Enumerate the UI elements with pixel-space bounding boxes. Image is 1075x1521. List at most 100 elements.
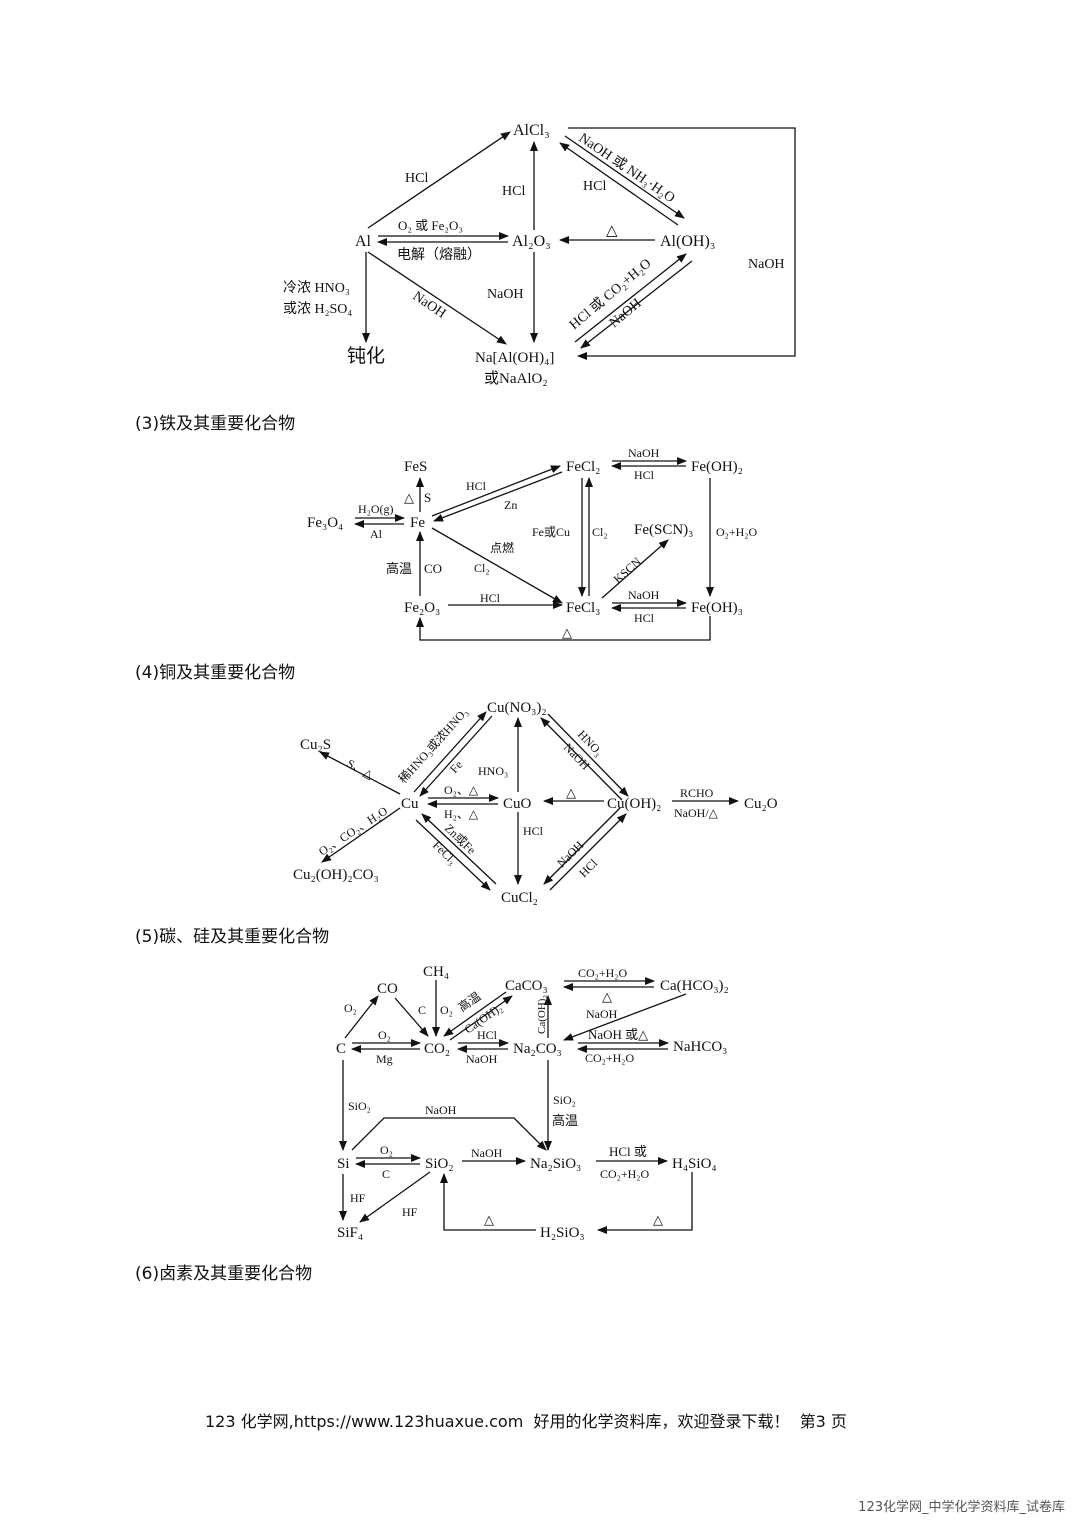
label-hcl-fe-fecl2: HCl <box>466 479 487 493</box>
label-hno3-vert: HNO₃ <box>478 764 508 778</box>
label-fe-cu: Fe <box>447 758 465 776</box>
label-naoh-nh3: NaOH 或 NH₃·H₂O <box>576 130 678 206</box>
arrow-alcl3-aloh3 <box>564 135 685 219</box>
label-naoh-al2o3: NaOH <box>487 287 524 302</box>
node-cucl2: CuCl₂ <box>501 890 538 906</box>
node-nahco3: NaHCO₃ <box>673 1039 727 1055</box>
heading-iron: (3)铁及其重要化合物 <box>135 414 296 434</box>
label-rcho: RCHO <box>680 786 714 800</box>
label-dilute-conc-hno3: 稀HNO₃或浓HNO₃ <box>396 705 471 786</box>
label-s-delta: S、△ <box>345 756 377 782</box>
label-cl2-vert: Cl₂ <box>592 525 608 539</box>
aluminum-diagram: AlCl₃ Al Al₂O₃ Al(OH)₃ Na[Al(OH)₄] 或NaAl… <box>283 122 796 387</box>
node-cahco32: Ca(HCO₃)₂ <box>660 978 729 994</box>
node-co: CO <box>377 981 398 997</box>
label-h2-delta: H₂、△ <box>444 807 479 821</box>
label-co2-h2o-3: CO₂+H₂O <box>600 1167 649 1181</box>
node-al2o3: Al₂O₃ <box>512 233 551 250</box>
node-cu: Cu <box>401 796 419 812</box>
label-high-temp-fe: 高温 <box>386 561 412 576</box>
label-o2-c-co2: O₂ <box>378 1028 391 1042</box>
label-hcl-fe2o3: HCl <box>480 591 501 605</box>
node-aloh3: Al(OH)₃ <box>660 233 715 250</box>
label-al-fe: Al <box>370 527 383 541</box>
node-h4sio4: H₄SiO₄ <box>672 1156 717 1172</box>
label-sio2-right: SiO₂ <box>553 1093 576 1107</box>
label-naoh-al: NaOH <box>410 289 449 322</box>
label-zn: Zn <box>504 498 517 512</box>
arrow-cu-cucl2 <box>415 819 491 891</box>
node-cu2o: Cu₂O <box>744 796 778 812</box>
label-sio2-c-si: SiO₂ <box>348 1099 371 1113</box>
arrow-cuno32-cuoh2 <box>547 713 629 797</box>
label-hf-2: HF <box>402 1205 418 1219</box>
label-hcl-c: HCl <box>477 1028 498 1042</box>
label-hcl-vert-cu: HCl <box>523 824 544 838</box>
node-c: C <box>336 1041 346 1057</box>
iron-diagram: FeS Fe Fe₃O₄ Fe₂O₃ FeCl₂ FeCl₃ Fe(OH)₂ F… <box>307 446 757 641</box>
label-delta-fe-bottom: △ <box>562 625 572 640</box>
node-fe3o4: Fe₃O₄ <box>307 515 343 531</box>
label-naoh-si: NaOH <box>471 1146 503 1160</box>
heading-carbon-silicon: (5)碳、硅及其重要化合物 <box>135 927 330 947</box>
label-ignite: 点燃 <box>490 540 514 555</box>
arrow-h4sio4-h2sio3 <box>597 1172 693 1234</box>
arrow-cuoh2-cuno32 <box>540 717 623 801</box>
arrow-cucl2-cuoh2 <box>549 813 627 891</box>
copper-diagram: Cu(NO₃)₂ Cu₂S Cu CuO Cu(OH)₂ Cu₂O Cu₂(OH… <box>293 700 778 906</box>
label-naoh-or-delta: NaOH 或△ <box>588 1027 648 1042</box>
label-delta-c2: △ <box>484 1212 494 1227</box>
label-o2-vert: O₂ <box>440 1003 453 1017</box>
label-c-si: C <box>382 1167 390 1181</box>
node-al: Al <box>355 233 372 250</box>
label-o2-co2-h2o: O₂、CO₂、H₂O <box>316 803 390 858</box>
node-cuno32: Cu(NO₃)₂ <box>487 700 547 716</box>
arrow-caco3-co2 <box>443 991 507 1037</box>
arrow-cahco32-na2co3 <box>563 993 687 1041</box>
label-delta-al: △ <box>606 223 618 239</box>
node-si: Si <box>337 1156 350 1172</box>
label-naoh-c1: NaOH <box>586 1007 618 1021</box>
label-o2-delta: O₂、△ <box>444 783 479 797</box>
arrow-al-naal <box>367 251 507 345</box>
node-na2co3: Na₂CO₃ <box>513 1041 562 1057</box>
arrow-fe-fecl2 <box>431 465 561 517</box>
node-cuoh2: Cu(OH)₂ <box>607 796 661 812</box>
node-na2sio3: Na₂SiO₃ <box>530 1156 581 1172</box>
heading-copper: (4)铜及其重要化合物 <box>135 663 296 683</box>
label-delta-c1: △ <box>602 989 612 1004</box>
node-cuo: CuO <box>503 796 532 812</box>
node-cu2oh2co3: Cu₂(OH)₂CO₃ <box>293 867 379 883</box>
arrow-co-co2 <box>394 997 429 1037</box>
label-hcl-or: HCl 或 <box>609 1144 647 1159</box>
arrow-cu-cuno32 <box>413 711 487 793</box>
carbon-silicon-diagram: CH₄ CO CaCO₃ Ca(HCO₃)₂ C CO₂ Na₂CO₃ NaHC… <box>336 964 729 1241</box>
label-cl2-diag: Cl₂ <box>474 561 490 575</box>
node-fescn3: Fe(SCN)₃ <box>634 522 693 538</box>
arrow-alcl3-naal <box>568 127 796 360</box>
node-ch4: CH₄ <box>423 964 449 980</box>
node-co2: CO₂ <box>424 1041 450 1057</box>
node-feoh2: Fe(OH)₂ <box>691 459 743 475</box>
label-delta-fes: △ <box>404 490 414 505</box>
label-hcl-fe2: HCl <box>634 611 655 625</box>
node-naalo2: 或NaAlO₂ <box>484 370 548 387</box>
label-fe-or-cu: Fe或Cu <box>532 525 570 539</box>
label-caoh2-vert: Ca(OH)₂ <box>536 995 548 1034</box>
node-naaloh4: Na[Al(OH)₄] <box>475 350 554 366</box>
label-h2og: H₂O(g) <box>358 502 394 516</box>
label-mg: Mg <box>376 1052 393 1066</box>
label-c-vert: C <box>418 1003 426 1017</box>
label-naoh-fe2: NaOH <box>628 588 660 602</box>
arrow-cucl2-cu <box>421 813 497 885</box>
node-fe: Fe <box>410 515 425 531</box>
arrow-cu-cu2s <box>319 751 401 795</box>
label-hcl-al-alcl3: HCl <box>405 171 428 186</box>
label-naoh-right: NaOH <box>748 257 785 272</box>
node-fes: FeS <box>404 459 427 475</box>
label-naoh-delta: NaOH/△ <box>674 806 719 820</box>
label-electrolysis: 电解（熔融） <box>397 247 481 263</box>
arrow-aloh3-alcl3 <box>559 142 679 226</box>
node-h2sio3: H₂SiO₃ <box>540 1225 585 1241</box>
